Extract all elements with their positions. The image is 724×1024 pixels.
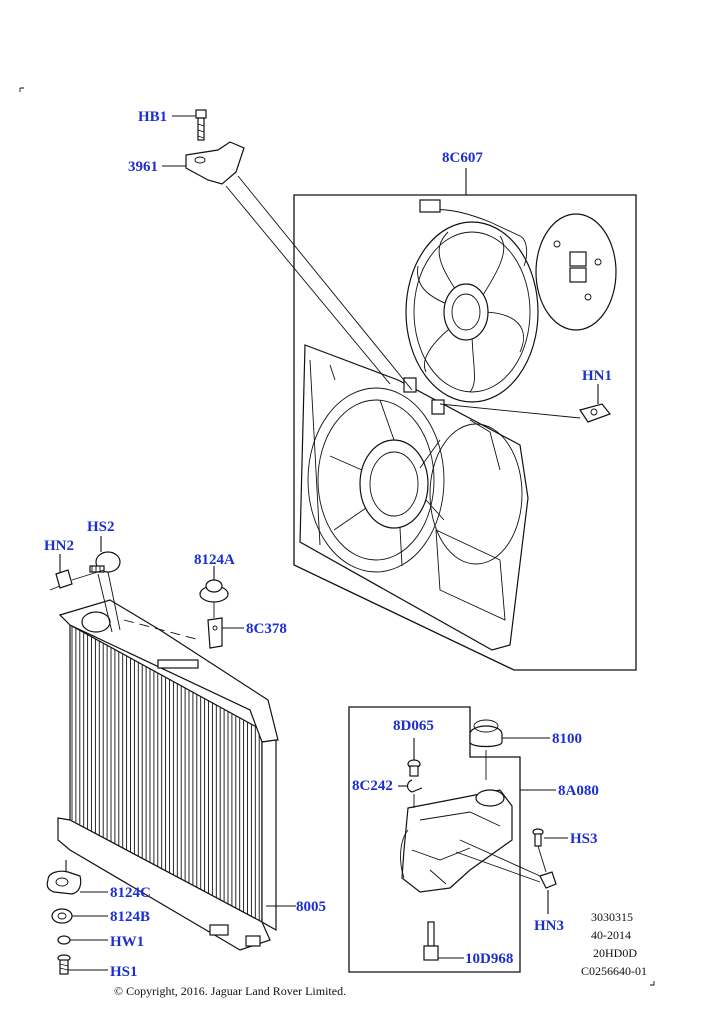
- screw-hs1: [57, 954, 71, 975]
- callout-8d065: 8D065: [393, 718, 434, 734]
- callout-hn3: HN3: [534, 918, 564, 934]
- ref-code-3: 20HD0D: [593, 946, 637, 960]
- washer-hw1: [57, 935, 71, 945]
- callout-8c607: 8C607: [442, 150, 483, 166]
- crop-mark-bottom-right: [650, 981, 655, 986]
- install-line-hn3-2: [455, 851, 541, 883]
- callout-8124a: 8124A: [194, 552, 235, 568]
- nut-hn2: [49, 569, 73, 591]
- fan-shroud: [299, 344, 529, 651]
- callout-8100: 8100: [552, 731, 582, 747]
- install-line-bracket-2: [237, 175, 413, 391]
- crop-mark-top-left: [19, 87, 24, 92]
- bleed-valve-8d065: [407, 759, 421, 777]
- install-line-hs2-1: [107, 571, 121, 631]
- bush-8124b: [51, 908, 73, 924]
- ref-code-2: 40-2014: [591, 928, 631, 942]
- callout-8c242: 8C242: [352, 778, 393, 794]
- nut-hn3: [539, 871, 557, 889]
- callout-8005: 8005: [296, 899, 326, 915]
- bracket-8c378: [207, 617, 223, 649]
- callout-hs3: HS3: [570, 831, 598, 847]
- callout-hs2: HS2: [87, 519, 115, 535]
- callout-8c378: 8C378: [246, 621, 287, 637]
- callout-8a080: 8A080: [558, 783, 599, 799]
- copyright-notice: © Copyright, 2016. Jaguar Land Rover Lim…: [114, 984, 346, 998]
- callout-hb1: HB1: [138, 109, 167, 125]
- ref-code-1: 3030315: [591, 910, 633, 924]
- callout-8124c: 8124C: [110, 885, 151, 901]
- callout-3961: 3961: [128, 159, 158, 175]
- bolt-hb1: [195, 109, 207, 141]
- callout-8124b: 8124B: [110, 909, 150, 925]
- callout-hn1: HN1: [582, 368, 612, 384]
- callout-hw1: HW1: [110, 934, 144, 950]
- nut-hn1: [579, 403, 611, 423]
- cooling-fan: [405, 199, 539, 403]
- install-line-hn3-1: [459, 839, 541, 877]
- callout-hn2: HN2: [44, 538, 74, 554]
- clip-8c242: [406, 779, 423, 793]
- cap-8100: [469, 719, 503, 748]
- expansion-tank: [400, 789, 513, 893]
- fan-assembly-group-box: [293, 194, 637, 671]
- bracket-3961: [185, 141, 245, 185]
- install-line-hn2: [71, 569, 105, 581]
- install-line-dashed: [123, 619, 201, 641]
- screw-hs3: [532, 828, 544, 847]
- callout-hs1: HS1: [110, 964, 138, 980]
- leader-hn1-install: [439, 403, 581, 419]
- expansion-tank-group-box: [348, 706, 521, 973]
- ref-code-4: C0256640-01: [581, 964, 647, 978]
- install-line-bracket-1: [225, 185, 391, 385]
- install-line-hs2-2: [97, 573, 113, 633]
- sensor-10d968: [423, 921, 439, 961]
- stud-hs2: [89, 551, 121, 573]
- fan-cover-plate: [535, 213, 617, 331]
- callout-10d968: 10D968: [465, 951, 513, 967]
- install-line-hs3: [537, 845, 547, 873]
- radiator: [57, 599, 279, 951]
- bush-8124a: [199, 579, 229, 603]
- bush-8124c: [46, 870, 82, 895]
